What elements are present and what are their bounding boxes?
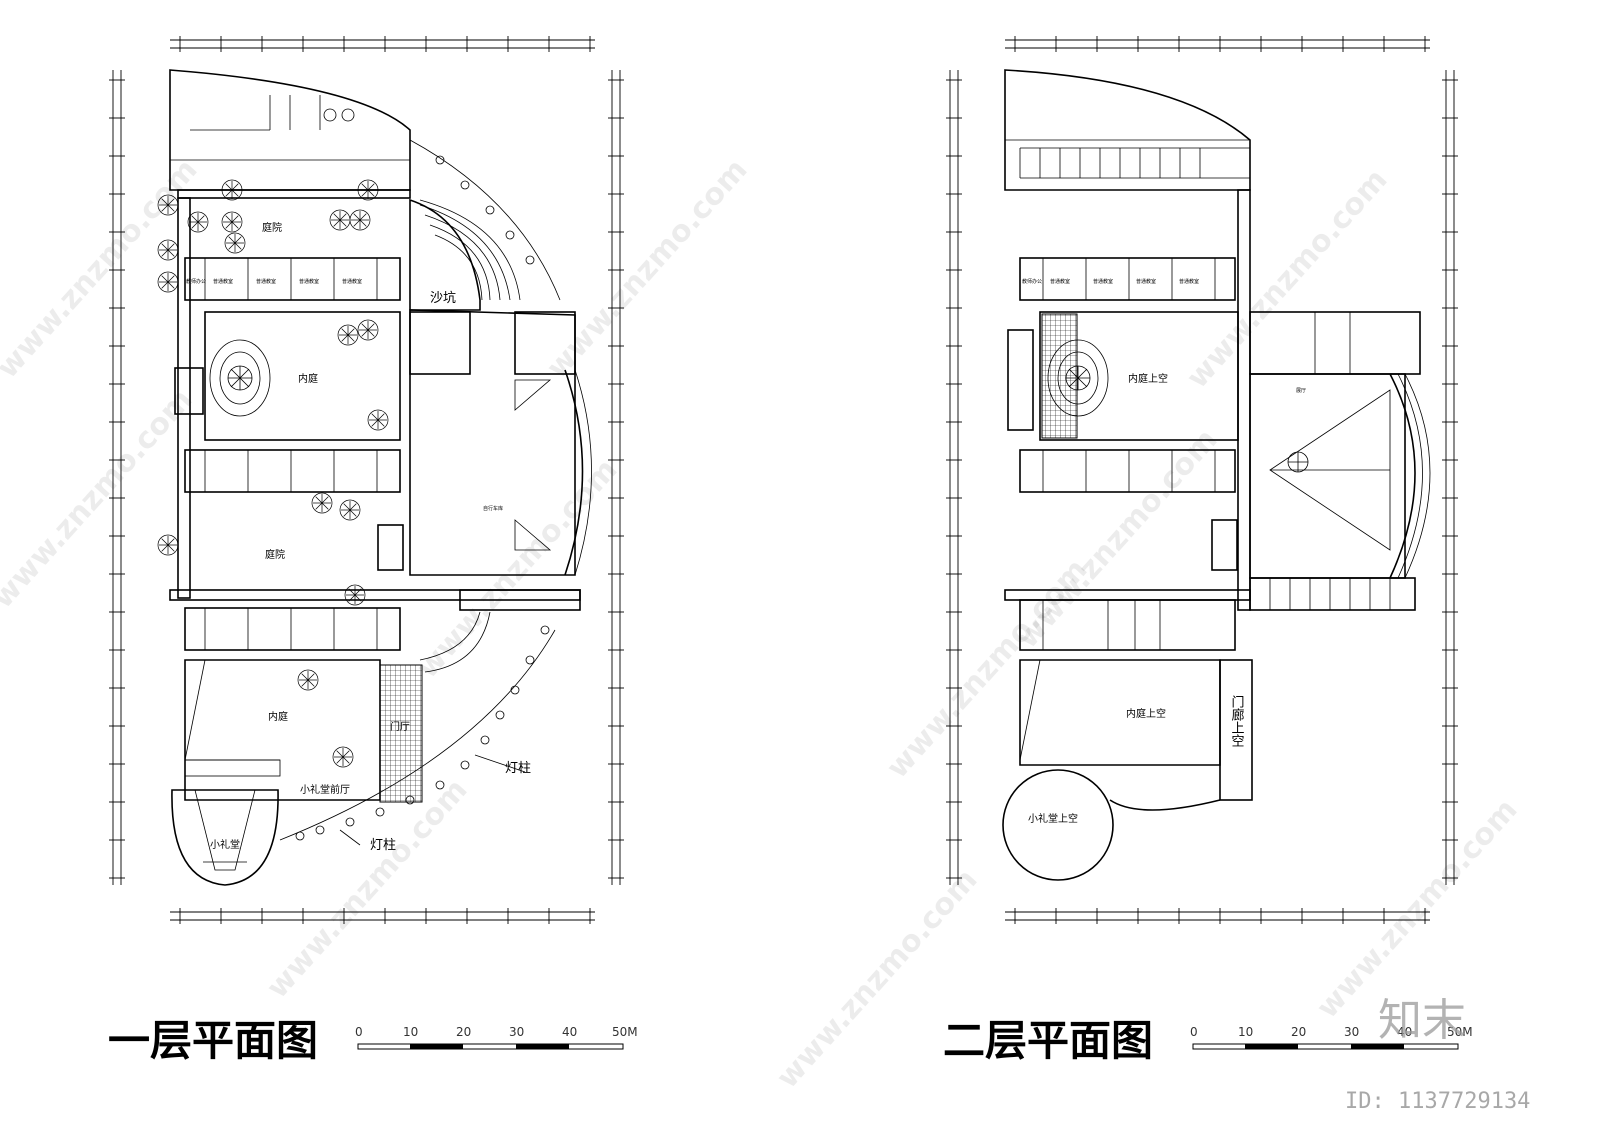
tree-icon [344, 584, 366, 606]
tree-icon [349, 209, 371, 231]
room-label: 小礼堂上空 [1028, 812, 1078, 825]
floor2-scale-bar: 0 10 20 30 40 50M [1190, 1025, 1473, 1050]
tree-symbols [157, 179, 389, 768]
tree-icon [157, 239, 179, 261]
tree-icon [187, 211, 209, 233]
room-label: 内庭上空 [1128, 372, 1168, 385]
compass-rose-icon [227, 365, 253, 391]
scale-tick: 10 [1238, 1025, 1253, 1039]
scale-tick: 30 [1344, 1025, 1359, 1039]
scale-tick: 20 [456, 1025, 471, 1039]
room-label: 庭院 [265, 548, 285, 561]
classroom-label: 普通教室 [1179, 278, 1199, 285]
tree-icon [357, 179, 379, 201]
floor2-plan: 内庭上空 内庭上空 门廊上空 小礼堂上空 展厅 教师办公 普通教室 普通教室 普… [946, 36, 1458, 924]
room-label: 自行车库 [483, 505, 503, 512]
classroom-label: 教师办公 [186, 278, 206, 285]
classroom-label: 普通教室 [256, 278, 276, 285]
tree-icon [332, 746, 354, 768]
room-label: 内庭上空 [1126, 707, 1166, 720]
room-label: 小礼堂前厅 [300, 783, 350, 796]
tree-icon [339, 499, 361, 521]
scale-tick: 20 [1291, 1025, 1306, 1039]
room-label: 展厅 [1296, 388, 1306, 394]
scale-tick: 30 [509, 1025, 524, 1039]
watermark-layer: www.znzmo.com www.znzmo.com www.znzmo.co… [0, 152, 1530, 1114]
tree-icon [221, 179, 243, 201]
tree-icon [157, 271, 179, 293]
room-label: 小礼堂 [210, 838, 240, 851]
tree-icon [157, 534, 179, 556]
classroom-label: 普通教室 [1093, 278, 1113, 285]
scale-tick: 50M [1447, 1025, 1473, 1039]
room-label: 内庭 [298, 372, 318, 385]
lamp-post-label: 灯柱 [505, 761, 531, 776]
watermark-text: www.znzmo.com [1310, 792, 1525, 1025]
classroom-label: 教师办公 [1022, 278, 1042, 285]
compass-rose-icon [1065, 365, 1091, 391]
scale-tick: 0 [355, 1025, 363, 1039]
classroom-label: 普通教室 [213, 278, 233, 285]
room-label: 沙坑 [430, 291, 456, 306]
watermark-text: www.znzmo.com [0, 152, 205, 385]
compass-rose-icon [1287, 451, 1309, 473]
watermark-text: www.znzmo.com [260, 772, 475, 1005]
scale-tick: 40 [562, 1025, 577, 1039]
lamp-post-label: 灯柱 [370, 838, 396, 853]
room-label: 庭院 [262, 221, 282, 234]
brand-watermark: 知末 [1378, 995, 1466, 1046]
room-label: 内庭 [268, 710, 288, 723]
floor2-title: 二层平面图 [943, 1016, 1153, 1065]
room-label: 门廊上空 [1229, 695, 1245, 747]
floor1-scale-bar: 0 10 20 30 40 50M [355, 1025, 638, 1050]
scale-tick: 10 [403, 1025, 418, 1039]
watermark-text: www.znzmo.com [540, 152, 755, 385]
watermark-text: www.znzmo.com [1010, 422, 1225, 655]
tree-icon [311, 492, 333, 514]
tree-icon [357, 319, 379, 341]
scale-tick: 50M [612, 1025, 638, 1039]
tree-icon [224, 232, 246, 254]
tree-icon [157, 194, 179, 216]
floor1-dimension-lines [109, 36, 624, 924]
id-watermark: ID: 1137729134 [1345, 1089, 1530, 1114]
classroom-label: 普通教室 [1136, 278, 1156, 285]
tree-icon [221, 211, 243, 233]
scale-tick: 40 [1397, 1025, 1412, 1039]
watermark-text: www.znzmo.com [1180, 162, 1395, 395]
watermark-text: www.znzmo.com [410, 452, 625, 685]
tree-icon [367, 409, 389, 431]
floor2-dimension-lines [946, 36, 1458, 924]
classroom-label: 普通教室 [1050, 278, 1070, 285]
classroom-label: 普通教室 [342, 278, 362, 285]
classroom-label: 普通教室 [299, 278, 319, 285]
floor1-title: 一层平面图 [108, 1016, 318, 1065]
tree-icon [337, 324, 359, 346]
watermark-text: www.znzmo.com [0, 382, 200, 615]
tree-icon [297, 669, 319, 691]
scale-tick: 0 [1190, 1025, 1198, 1039]
floor1-plan: 庭院 内庭 庭院 内庭 沙坑 小礼堂前厅 小礼堂 门厅 自行车库 灯柱 灯柱 教… [109, 36, 624, 924]
room-label: 门厅 [390, 720, 410, 733]
